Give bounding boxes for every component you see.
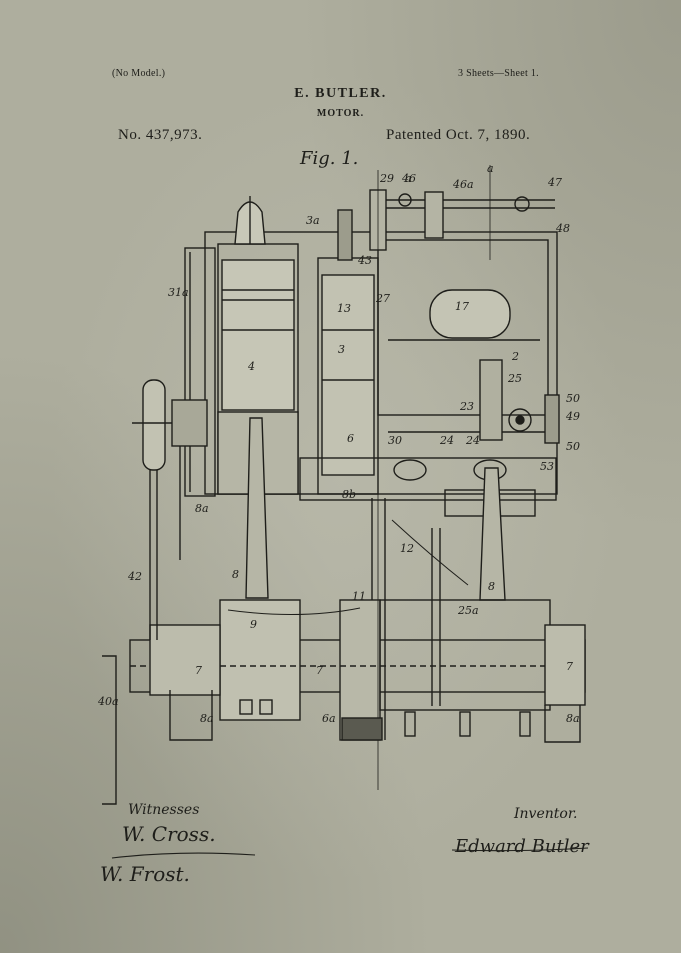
witness-signature-2: W. Frost. [100,862,190,886]
figure-callout: 8b [342,488,357,501]
sheet-count: 3 Sheets—Sheet 1. [458,68,539,79]
figure-callout: 48 [556,222,570,235]
figure-callout: 31a [168,286,189,299]
pulley [142,379,166,471]
patent-number: No. 437,973. [118,127,203,143]
figure-callout: 46 [402,172,416,185]
witnesses-label: Witnesses [128,802,200,818]
figure-callout: 24 [440,434,454,447]
figure-callout: 46a [453,178,474,191]
figure-callout: 53 [540,460,554,473]
patent-date: Patented Oct. 7, 1890. [386,127,531,143]
figure-callout: 8 [488,580,495,593]
figure-callout: 9 [250,618,257,631]
figure-callout: 25a [458,604,479,617]
figure-callout: 50 [566,392,580,405]
figure-callout: 8 [232,568,239,581]
patent-title: MOTOR. [316,108,365,119]
figure-callout: 12 [400,542,414,555]
figure-callout: 8a [195,502,209,515]
inventor-name: E. BUTLER. [294,86,387,101]
figure-callout: 6a [322,712,336,725]
figure-callout: 30 [388,434,402,447]
figure-callout: a [487,162,494,175]
model-note: (No Model.) [112,68,166,79]
crosshead [429,289,511,339]
figure-callout: 17 [455,300,469,313]
figure-callout: 47 [548,176,562,189]
figure-callout: a [405,172,412,185]
water-jacket-left [184,247,216,497]
figure-callout: 43 [358,254,372,267]
witness-underline [111,852,256,859]
figure-callout: 4 [248,360,255,373]
figure-callout: 49 [566,410,580,423]
figure-callout: 11 [352,590,366,603]
figure-callout: 2 [512,350,519,363]
figure-callout: 23 [460,400,474,413]
inventor-label: Inventor. [514,806,578,822]
figure-callout: 7 [316,664,323,677]
figure-label: Fig. 1. [300,148,359,169]
figure-callout: 3 [338,343,345,356]
figure-callout: 50 [566,440,580,453]
piston-left [221,259,295,411]
inventor-underline [451,847,589,852]
inventor-signature: Edward Butler [455,836,589,857]
figure-callout: 3a [306,214,320,227]
figure-callout: 27 [376,292,390,305]
figure-callout: 42 [128,570,142,583]
figure-callout: 8a [200,712,214,725]
figure-callout: 6 [347,432,354,445]
figure-callout: 25 [508,372,522,385]
figure-callout: 40a [98,695,119,708]
witness-signature-1: W. Cross. [122,822,216,846]
figure-callout: 7 [195,664,202,677]
connecting-rod-left [245,417,269,599]
figure-callout: 8a [566,712,580,725]
figure-callout: 7 [566,660,573,673]
figure-callout: 29 [380,172,394,185]
piston-middle [321,274,375,476]
figure-callout: 24 [466,434,480,447]
figure-callout: 13 [337,302,351,315]
